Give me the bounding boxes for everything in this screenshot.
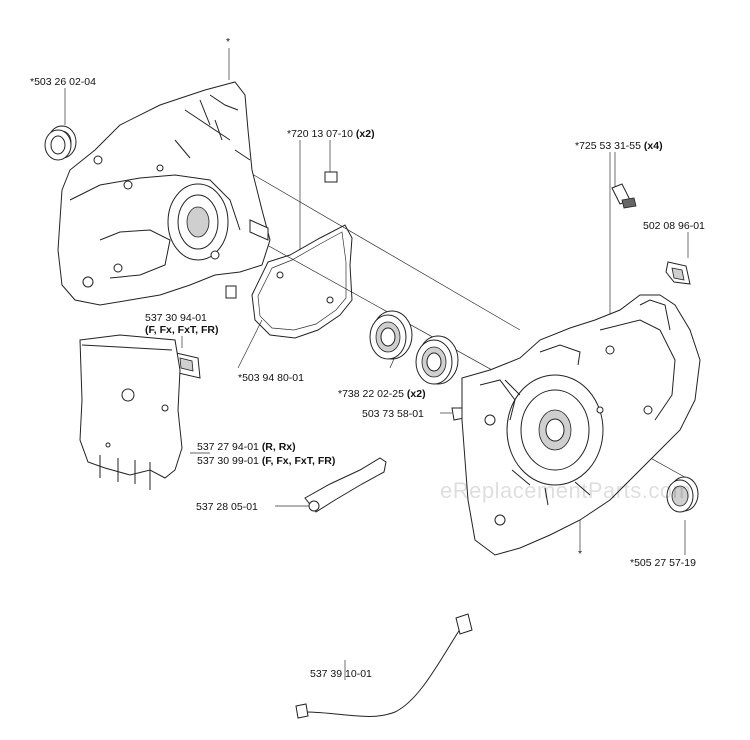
- label-plate-a[interactable]: 537 27 94-01 (R, Rx): [197, 441, 296, 453]
- part-qty: (R, Rx): [261, 441, 296, 453]
- bracket: [304, 457, 387, 513]
- top-star-marker: *: [226, 36, 231, 48]
- part-number: 537 28 05-01: [196, 501, 258, 513]
- part-number: *503 26 02-04: [30, 76, 96, 88]
- pins: [225, 171, 338, 299]
- bottom-star-marker: *: [578, 548, 583, 560]
- label-seal-left[interactable]: *503 26 02-04: [30, 76, 96, 88]
- part-number: *720 13 07-10: [287, 128, 353, 140]
- label-plate-b[interactable]: 537 30 99-01 (F, Fx, FxT, FR): [197, 455, 335, 467]
- part-qty: (F, Fx, FxT, FR): [261, 455, 336, 467]
- bearings: [369, 310, 459, 385]
- label-screw[interactable]: *725 53 31-55 (x4): [575, 140, 663, 152]
- part-number: 502 08 96-01: [643, 220, 705, 232]
- watermark: eReplacementParts.com: [440, 478, 692, 503]
- label-pin[interactable]: *720 13 07-10 (x2): [287, 128, 375, 140]
- part-number: 537 39 10-01: [310, 668, 372, 680]
- label-clip-right[interactable]: 502 08 96-01: [643, 220, 705, 232]
- screw: [611, 183, 637, 209]
- part-qty: (x2): [406, 388, 426, 400]
- part-number: 537 27 94-01: [197, 441, 259, 453]
- label-cable[interactable]: 537 39 10-01: [310, 668, 372, 680]
- left-crankcase: [57, 81, 271, 306]
- label-seal-right[interactable]: *505 27 57-19: [630, 557, 696, 569]
- rubber-clip: [665, 261, 691, 285]
- part-number: *725 53 31-55: [575, 140, 641, 152]
- part-number: *505 27 57-19: [630, 557, 696, 569]
- part-qty: (F, Fx, FxT, FR): [145, 324, 219, 336]
- label-nut[interactable]: 503 73 58-01: [362, 408, 424, 420]
- engine-plate: [79, 334, 183, 490]
- label-spacer[interactable]: 537 30 94-01 (F, Fx, FxT, FR): [145, 312, 219, 336]
- left-seal: [44, 125, 77, 161]
- part-number: 537 30 94-01: [145, 312, 207, 324]
- label-bracket[interactable]: 537 28 05-01: [196, 501, 258, 513]
- part-qty: (x2): [355, 128, 375, 140]
- part-number: *738 22 02-25: [338, 388, 404, 400]
- right-seal: [666, 476, 699, 513]
- part-number: 503 73 58-01: [362, 408, 424, 420]
- cable: [295, 613, 473, 719]
- gasket: [251, 224, 353, 339]
- part-qty: (x4): [643, 140, 663, 152]
- right-crankcase: [461, 294, 701, 556]
- label-gasket[interactable]: *503 94 80-01: [238, 372, 304, 384]
- part-number: 537 30 99-01: [197, 455, 259, 467]
- part-number: *503 94 80-01: [238, 372, 304, 384]
- label-bearing[interactable]: *738 22 02-25 (x2): [338, 388, 426, 400]
